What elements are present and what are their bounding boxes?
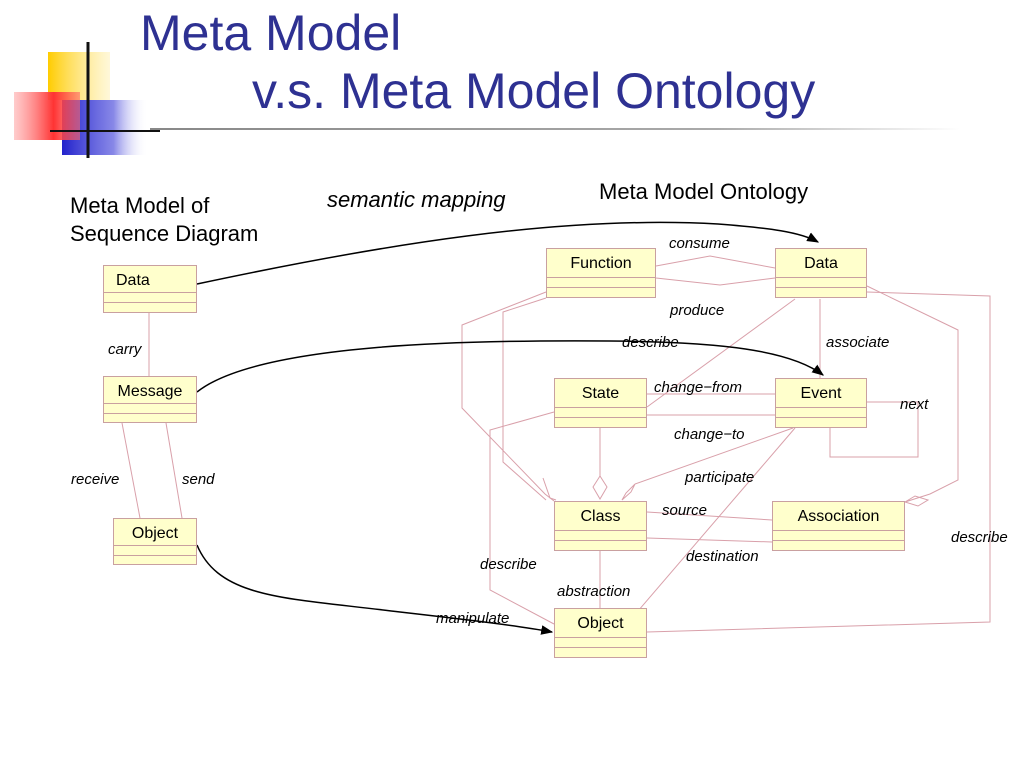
describe-right-line (646, 291, 991, 633)
box-divider (555, 407, 646, 408)
box-divider (104, 403, 196, 404)
describe-label: describe (622, 334, 679, 351)
title-line-2: v.s. Meta Model Ontology (252, 63, 816, 119)
left-object-label: Object (131, 525, 179, 542)
associate-label: associate (826, 334, 890, 351)
association-box[interactable]: Association (772, 501, 905, 551)
consume-line (655, 255, 776, 269)
box-divider (555, 647, 646, 648)
abstraction-label: abstraction (557, 583, 631, 600)
participate-diamond (621, 483, 636, 501)
object-mapping-arrow (196, 544, 554, 635)
semantic-mapping-label: semantic mapping (327, 187, 506, 212)
slide-logo (0, 0, 160, 170)
source-label: source (662, 502, 708, 519)
ontology-data-box[interactable]: Data (775, 248, 867, 298)
manipulate-label: manipulate (436, 610, 510, 627)
source-line (646, 511, 773, 521)
box-divider (555, 417, 646, 418)
class-aggregation (542, 477, 557, 501)
destination-line (646, 537, 773, 543)
function-label: Function (570, 255, 632, 272)
produce-label: produce (670, 302, 725, 319)
event-box[interactable]: Event (775, 378, 867, 428)
receive-label: receive (71, 471, 120, 488)
event-label: Event (800, 385, 842, 402)
message-mapping-arrow (196, 340, 824, 393)
box-divider (776, 287, 866, 288)
left-message-label: Message (117, 383, 183, 400)
describe-right-label: describe (951, 529, 1008, 546)
box-divider (547, 287, 655, 288)
describe-left-label: describe (480, 556, 537, 573)
participate-label: participate (685, 469, 755, 486)
produce-line (655, 277, 776, 286)
state-box[interactable]: State (554, 378, 647, 428)
data-association-line (866, 285, 959, 503)
ontology-object-label: Object (577, 615, 624, 632)
box-divider (104, 302, 196, 303)
box-divider (555, 540, 646, 541)
describe-left-line (489, 411, 555, 625)
ontology-header: Meta Model Ontology (599, 179, 809, 204)
participate-line (634, 427, 794, 485)
association-label: Association (797, 508, 880, 525)
box-divider (773, 540, 904, 541)
function-box[interactable]: Function (546, 248, 656, 298)
carry-label: carry (108, 341, 142, 358)
box-divider (114, 555, 196, 556)
state-class-diamond (592, 475, 608, 500)
function-class-line-2 (502, 297, 547, 501)
ontology-object-box[interactable]: Object (554, 608, 647, 658)
logo-graphic (14, 42, 160, 158)
data-mapping-arrow (196, 221, 820, 285)
box-divider (776, 407, 866, 408)
state-label: State (581, 385, 620, 402)
title-line-1: Meta Model (140, 5, 402, 61)
left-object-box[interactable]: Object (113, 518, 197, 565)
consume-label: consume (669, 235, 730, 252)
left-message-box[interactable]: Message (103, 376, 197, 423)
change-to-label: change−to (674, 426, 745, 443)
next-label: next (900, 396, 929, 413)
box-divider (114, 545, 196, 546)
box-divider (555, 530, 646, 531)
describe-line (646, 298, 796, 408)
left-data-box[interactable]: Data (103, 265, 197, 313)
box-divider (773, 530, 904, 531)
box-divider (776, 417, 866, 418)
left-header-line-2: Sequence Diagram (70, 221, 259, 246)
change-from-label: change−from (654, 379, 742, 396)
next-line (829, 401, 919, 458)
ontology-data-label: Data (804, 255, 838, 272)
event-object-line (619, 427, 796, 633)
box-divider (104, 292, 196, 293)
left-header-line-1: Meta Model of (70, 193, 210, 218)
send-line (165, 422, 183, 519)
function-class-line (461, 291, 555, 502)
box-divider (104, 413, 196, 414)
title-underline (150, 128, 960, 130)
box-divider (555, 637, 646, 638)
class-label: Class (580, 508, 621, 525)
receive-line (121, 422, 141, 519)
send-label: send (182, 471, 215, 488)
left-data-label: Data (116, 272, 150, 289)
box-divider (776, 277, 866, 278)
association-diamond (903, 495, 930, 507)
class-box[interactable]: Class (554, 501, 647, 551)
box-divider (547, 277, 655, 278)
destination-label: destination (686, 548, 759, 565)
